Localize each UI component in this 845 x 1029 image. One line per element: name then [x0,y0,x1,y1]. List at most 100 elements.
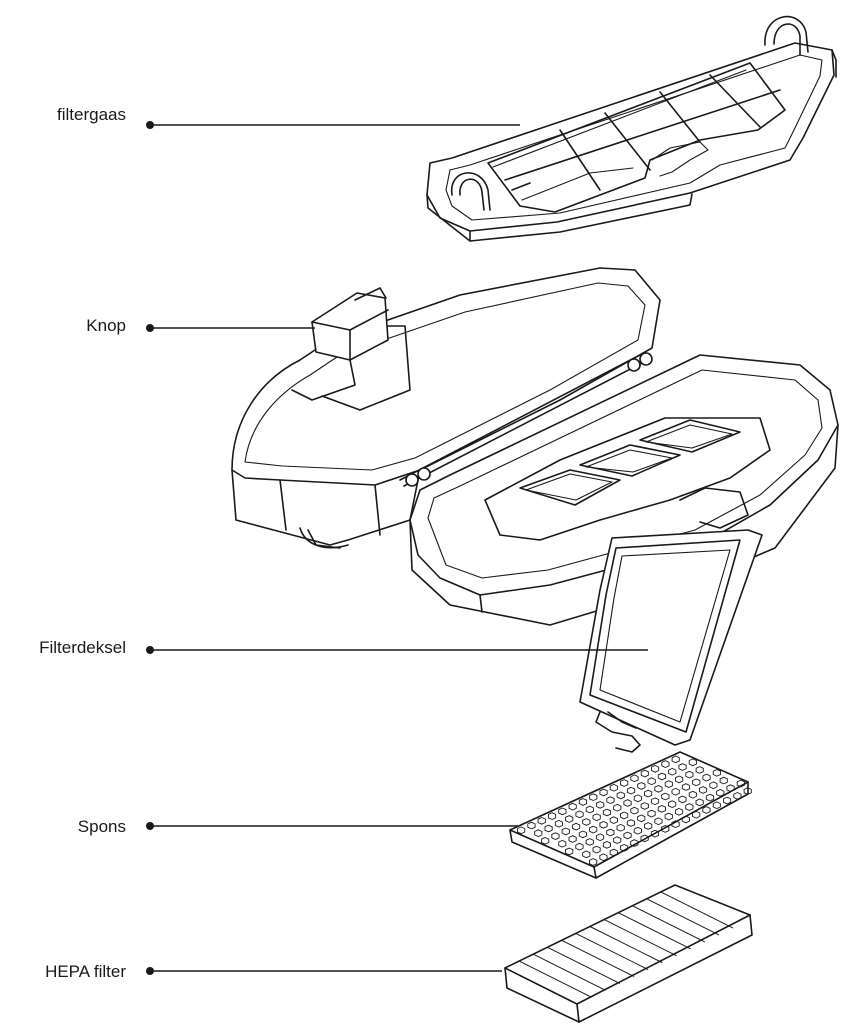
sponge-cell [613,836,622,844]
sponge-cell [644,789,653,798]
sponge-cell [681,783,691,791]
sponge-cell [668,767,677,776]
leader-lines [146,121,648,975]
sponge-cell [699,786,708,794]
sponge-cell [719,776,728,785]
sponge-cell [654,817,663,826]
sponge-cell [688,790,697,799]
hepa-pleat [575,932,649,970]
label-knop: Knop [86,316,126,335]
filter-mesh-part [426,15,837,242]
sponge-cell [630,774,639,783]
sponge-cell [606,828,615,837]
sponge-cell [712,769,721,777]
sponge-cell [633,794,642,803]
sponge-cell [578,830,587,839]
sponge-cell [674,807,684,816]
sponge-cell [671,820,680,828]
sponge-cell [558,807,567,816]
leader-dot-knop [146,324,154,332]
sponge-cell [664,812,673,821]
sponge-cell [620,811,629,820]
sponge-cell [599,853,608,862]
sponge-cell [650,797,660,806]
sponge-cell [602,841,611,849]
sponge-cell [692,810,701,819]
sponge-cell [664,780,673,788]
sponge-cell [589,793,598,801]
sponge-cell [685,803,694,811]
sponge-cell [561,827,570,836]
sponge-cell [565,847,574,856]
sponge-cell [630,839,639,847]
sponge-cell [692,778,701,787]
sponge-cell [733,792,742,800]
sponge-cell [702,773,711,782]
sponge-cell [620,779,629,787]
sponge-cell [671,787,680,796]
leader-dot-filterdeksel [146,646,154,654]
sponge-cell [640,769,649,778]
sponge-cell [640,834,649,843]
sponge-cell [589,858,598,866]
sponge-cell [716,789,725,797]
sponge-cell [541,837,550,845]
sponge-cell [695,766,704,774]
sponge-cell [568,802,577,811]
label-filtergaas: filtergaas [57,105,126,124]
sponge-cell [609,816,618,824]
sponge-cell [626,786,636,795]
sponge-cell [595,833,605,842]
sponge-cell [544,824,553,833]
sponge-cell [602,808,612,817]
sponge-cell [657,805,666,813]
label-spons: Spons [77,817,126,836]
hepa-filter-part [504,884,753,1023]
sponge-cell [547,812,557,820]
hepa-pleat [646,898,720,936]
sponge-cell [537,817,546,825]
sponge-cell [661,825,670,833]
sponge-cell [534,829,543,838]
hepa-pleat [589,926,663,963]
sponge-cell [616,823,625,832]
sponge-cell [623,831,632,840]
sponge-cell [723,796,732,805]
sponge-cell [616,791,625,800]
sponge-cell [571,822,581,831]
sponge-cell [626,819,636,827]
sponge-cell [565,815,574,823]
sponge-cell [637,814,646,823]
sponge-cell [630,806,639,815]
hepa-pleat [617,912,691,950]
sponge-cell [613,803,622,812]
sponge-cell [637,782,646,790]
sponge-cell [527,821,536,830]
sponge-cell [647,777,656,786]
sponge-cell [650,829,660,838]
filter-cover-part [579,529,763,753]
label-filterdeksel: Filterdeksel [39,638,126,657]
sponge-cell [640,802,649,810]
leader-dot-hepa-filter [146,967,154,975]
sponge-cell [647,809,656,818]
sponge-cell [575,810,584,819]
sponge-cell [743,787,752,795]
sponge-cell [585,805,594,814]
label-hepa-filter: HEPA filter [45,962,126,981]
sponge-cell [633,826,642,835]
sponge-cell [589,825,598,834]
sponge-cell [712,801,721,810]
hepa-pleat [532,953,606,991]
sponge-cell [578,798,588,806]
sponge-cell [678,763,687,771]
leader-dot-spons [146,822,154,830]
sponge-cell [702,806,711,814]
sponge-cell [599,788,608,797]
sponge-cell [592,845,601,854]
leader-dot-filtergaas [146,121,154,129]
sponge-cell [681,815,690,824]
hepa-pleat [603,919,677,957]
